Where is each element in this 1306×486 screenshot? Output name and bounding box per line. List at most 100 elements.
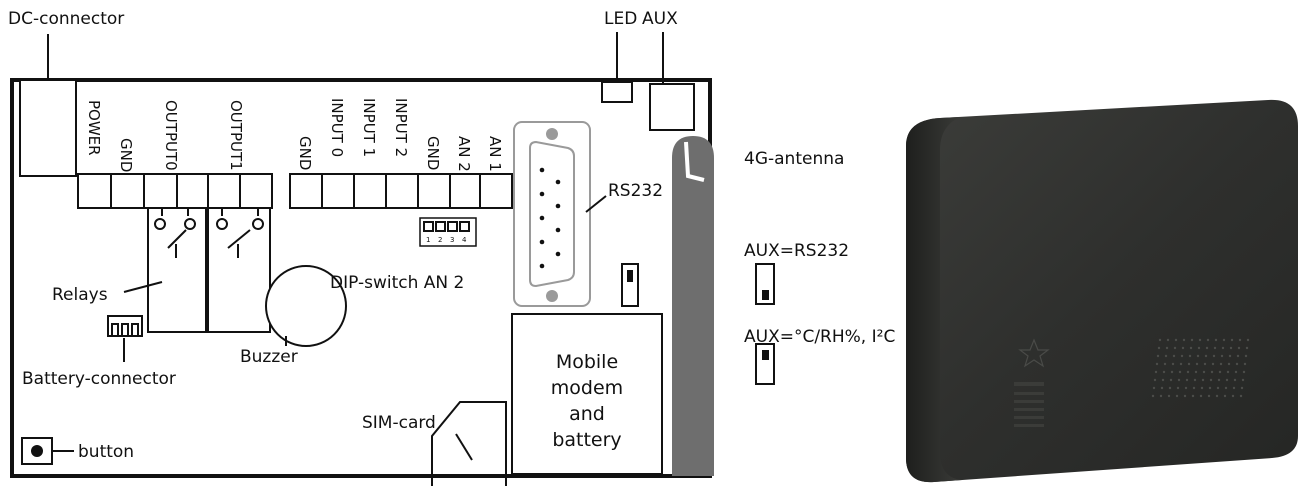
speaker-hole xyxy=(1229,346,1233,350)
speaker-hole xyxy=(1171,362,1175,366)
speaker-hole xyxy=(1234,370,1238,374)
speaker-hole xyxy=(1232,386,1236,390)
speaker-hole xyxy=(1176,386,1180,390)
modem-line-3: and xyxy=(569,403,605,425)
terminal-gnd-2: GND xyxy=(424,136,442,170)
speaker-hole xyxy=(1203,362,1207,366)
speaker-hole xyxy=(1227,362,1231,366)
speaker-hole xyxy=(1221,346,1225,350)
antenna-label: 4G-antenna xyxy=(744,149,844,169)
speaker-hole xyxy=(1193,378,1197,382)
speaker-hole xyxy=(1231,394,1235,398)
speaker-hole xyxy=(1198,338,1202,342)
speaker-hole xyxy=(1243,362,1247,366)
speaker-hole xyxy=(1151,394,1155,398)
dip-number-3: 3 xyxy=(450,236,454,244)
dip-switch-label: DIP-switch AN 2 xyxy=(330,273,464,293)
sim-card-label: SIM-card xyxy=(362,413,436,433)
speaker-hole xyxy=(1241,378,1245,382)
speaker-hole xyxy=(1238,338,1242,342)
speaker-hole xyxy=(1237,346,1241,350)
speaker-hole xyxy=(1170,370,1174,374)
speaker-hole xyxy=(1242,370,1246,374)
speaker-hole xyxy=(1163,362,1167,366)
speaker-hole xyxy=(1210,370,1214,374)
led xyxy=(601,81,633,103)
terminal-an1: AN 1 xyxy=(486,136,504,172)
speaker-hole xyxy=(1155,362,1159,366)
speaker-hole xyxy=(1154,370,1158,374)
dip-number-4: 4 xyxy=(462,236,467,244)
aux-rs232-switch xyxy=(755,263,775,305)
speaker-hole xyxy=(1173,346,1177,350)
dip-switch xyxy=(419,217,477,247)
speaker-hole xyxy=(1167,394,1171,398)
speaker-hole xyxy=(1209,378,1213,382)
button-dot xyxy=(31,445,43,457)
modem-line-1: Mobile xyxy=(556,351,618,373)
speaker-hole xyxy=(1230,338,1234,342)
speaker-hole xyxy=(1183,394,1187,398)
speaker-hole xyxy=(1215,394,1219,398)
speaker-hole xyxy=(1224,386,1228,390)
speaker-hole xyxy=(1153,378,1157,382)
aux-label: AUX xyxy=(642,9,678,29)
speaker-hole xyxy=(1214,338,1218,342)
speaker-hole xyxy=(1207,394,1211,398)
relays xyxy=(147,207,271,333)
speaker-hole xyxy=(1187,362,1191,366)
speaker-hole xyxy=(1190,338,1194,342)
terminal-gnd: GND xyxy=(117,138,135,172)
speaker-hole xyxy=(1244,354,1248,358)
modem-line-2: modem xyxy=(551,377,623,399)
dip-number-2: 2 xyxy=(438,236,442,244)
terminal-input2: INPUT 2 xyxy=(392,98,410,157)
speaker-hole xyxy=(1152,386,1156,390)
aux-sensor-knob xyxy=(762,350,769,360)
speaker-hole xyxy=(1189,346,1193,350)
battery-connector xyxy=(107,315,143,337)
speaker-hole xyxy=(1194,370,1198,374)
speaker-hole xyxy=(1174,338,1178,342)
speaker-hole xyxy=(1228,354,1232,358)
speaker-hole xyxy=(1175,394,1179,398)
speaker-hole xyxy=(1159,394,1163,398)
relays-leader xyxy=(123,281,163,293)
antenna xyxy=(672,136,714,476)
speaker-hole xyxy=(1178,370,1182,374)
aux-slide-switch-knob xyxy=(627,270,633,282)
speaker-hole xyxy=(1191,394,1195,398)
speaker-hole xyxy=(1160,386,1164,390)
terminal-output1: OUTPUT1 xyxy=(227,100,245,171)
terminal-power: POWER xyxy=(85,100,103,156)
rs232-leader xyxy=(585,195,607,213)
speaker-hole xyxy=(1162,370,1166,374)
speaker-hole xyxy=(1197,346,1201,350)
speaker-hole xyxy=(1157,346,1161,350)
speaker-hole xyxy=(1169,378,1173,382)
speaker-hole xyxy=(1168,386,1172,390)
terminal-input1: INPUT 1 xyxy=(360,98,378,157)
sim-card-leader xyxy=(455,433,473,461)
speaker-hole xyxy=(1165,346,1169,350)
speaker-hole xyxy=(1195,362,1199,366)
terminal-an2: AN 2 xyxy=(455,136,473,172)
speaker-hole xyxy=(1166,338,1170,342)
speaker-hole xyxy=(1213,346,1217,350)
speaker-hole xyxy=(1188,354,1192,358)
dc-connector-label: DC-connector xyxy=(8,9,124,29)
speaker-hole xyxy=(1201,378,1205,382)
terminal-block-right xyxy=(289,173,513,209)
aux-sensor-label: AUX=°C/RH%, I²C xyxy=(744,327,895,347)
speaker-hole xyxy=(1222,338,1226,342)
speaker-hole xyxy=(1156,354,1160,358)
speaker-hole xyxy=(1172,354,1176,358)
aux-connector xyxy=(649,83,695,131)
speaker-hole xyxy=(1211,362,1215,366)
modem-line-4: battery xyxy=(552,429,621,451)
speaker-hole xyxy=(1226,370,1230,374)
speaker-hole xyxy=(1186,370,1190,374)
speaker-hole xyxy=(1218,370,1222,374)
speaker-hole xyxy=(1208,386,1212,390)
speaker-hole xyxy=(1219,362,1223,366)
